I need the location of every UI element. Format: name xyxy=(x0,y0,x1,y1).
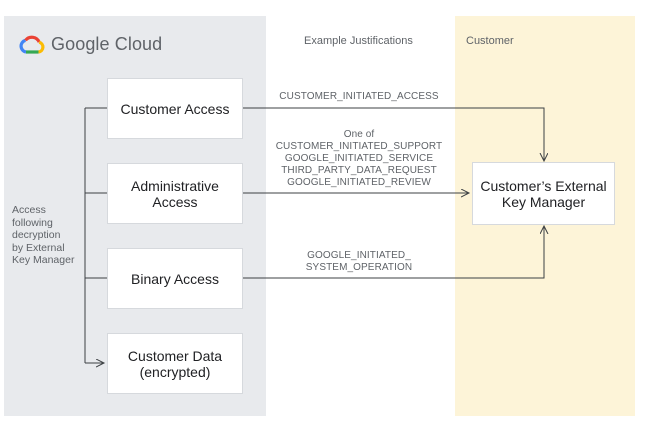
side-note-line: Access xyxy=(12,204,46,216)
administrative-access-box: Administrative Access xyxy=(107,163,243,224)
customer-access-box: Customer Access xyxy=(107,78,243,139)
justification-admin-line: CUSTOMER_INITIATED_SUPPORT xyxy=(275,141,443,152)
side-note-line: decryption xyxy=(12,229,61,241)
arrow-binary-to-ekm xyxy=(243,226,544,279)
external-key-manager-box: Customer’s External Key Manager xyxy=(472,162,615,225)
justification-binary: GOOGLE_INITIATED_ SYSTEM_OPERATION xyxy=(256,250,462,274)
justifications-header: Example Justifications xyxy=(304,35,413,47)
binary-access-box: Binary Access xyxy=(107,248,243,309)
justification-binary-line: SYSTEM_OPERATION xyxy=(305,262,413,273)
google-cloud-logo: Google Cloud xyxy=(19,33,162,55)
justification-admin-line: THIRD_PARTY_DATA_REQUEST xyxy=(281,165,437,176)
administrative-access-label: Access xyxy=(152,193,198,210)
justification-customer-initiated: CUSTOMER_INITIATED_ACCESS xyxy=(279,91,439,102)
side-note-line: following xyxy=(12,216,53,229)
customer-access-label: Customer Access xyxy=(120,100,230,117)
side-note-line: by External xyxy=(12,241,65,254)
google-cloud-logo-icon xyxy=(19,35,45,54)
side-note: Access following decryption by External … xyxy=(12,204,74,267)
justification-admin-line: GOOGLE_INITIATED_REVIEW xyxy=(287,177,431,188)
customer-header: Customer xyxy=(466,35,514,47)
binary-access-label: Binary Access xyxy=(131,270,219,287)
justification-admin-line: GOOGLE_INITIATED_SERVICE xyxy=(284,153,434,164)
external-key-manager-label: Key Manager xyxy=(501,193,586,210)
justification-admin-line: One of xyxy=(343,129,375,140)
justification-binary-line: GOOGLE_INITIATED_ xyxy=(307,250,411,261)
customer-data-label: (encrypted) xyxy=(139,363,211,380)
external-key-manager-label: Customer’s External xyxy=(480,177,607,194)
side-note-line: Key Manager xyxy=(12,254,75,266)
arrow-customer-to-ekm xyxy=(243,107,544,161)
brand-name: Google Cloud xyxy=(51,33,163,54)
customer-data-label: Customer Data xyxy=(127,347,223,364)
administrative-access-label: Administrative xyxy=(131,177,219,194)
justification-admin-list: One of CUSTOMER_INITIATED_SUPPORT GOOGLE… xyxy=(256,129,462,189)
customer-data-box: Customer Data (encrypted) xyxy=(107,333,243,394)
